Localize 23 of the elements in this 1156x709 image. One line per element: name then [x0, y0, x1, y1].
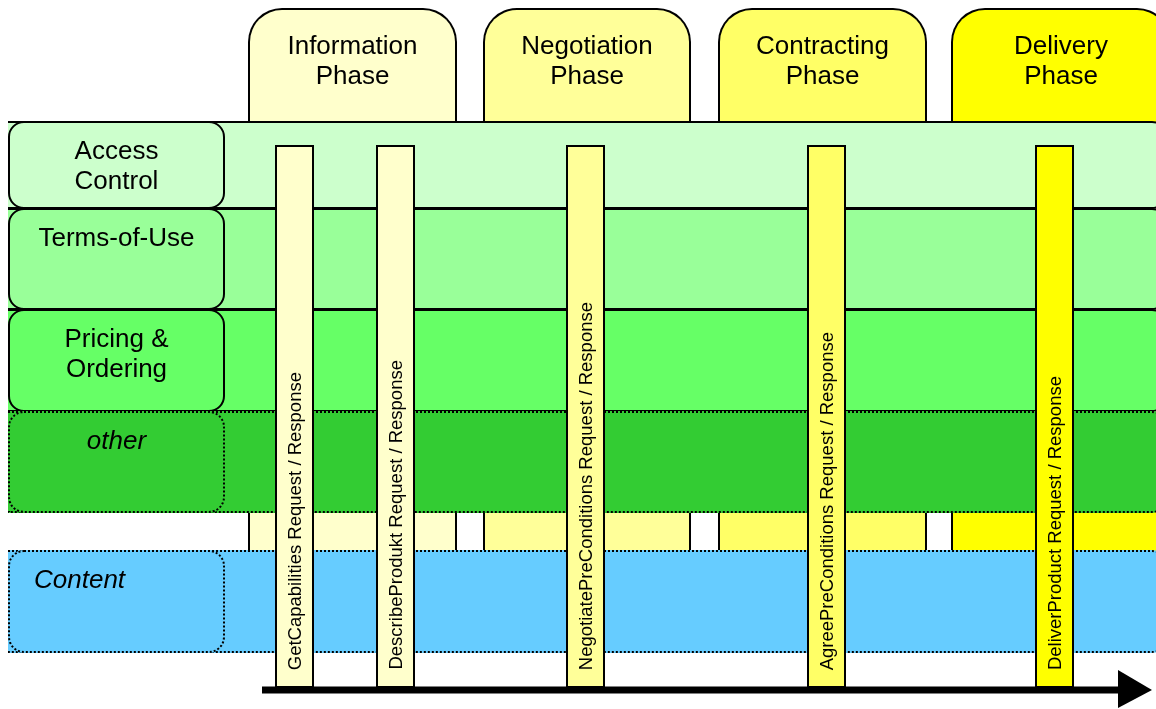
layer-label: Pricing & Ordering [8, 309, 225, 412]
message-bar [275, 145, 314, 688]
layer-label: other [8, 411, 225, 513]
phase-title: Information Phase [286, 30, 419, 90]
phase-tab [718, 8, 927, 122]
message-label: GetCapabilities Request / Response [283, 371, 306, 670]
layer-label: Terms-of-Use [8, 208, 225, 310]
message-bar [566, 145, 605, 688]
message-label: DeliverProduct Request / Response [1043, 375, 1066, 670]
phase-tab [248, 8, 457, 122]
message-label: AgreePreConditions Request / Response [815, 331, 838, 670]
phase-title: Contracting Phase [755, 30, 890, 90]
layer-label: Access Control [8, 121, 225, 209]
phase-title: Negotiation Phase [520, 30, 654, 90]
phase-tab [951, 8, 1156, 122]
message-label: DescribeProdukt Request / Response [384, 360, 407, 670]
message-label: NegotiatePreConditions Request / Response [574, 301, 597, 670]
message-bar [1035, 145, 1074, 688]
message-bar [807, 145, 846, 688]
phase-tab [483, 8, 691, 122]
phase-title: Delivery Phase [1013, 30, 1109, 90]
layer-label: Content [8, 550, 225, 653]
message-bar [376, 145, 415, 688]
